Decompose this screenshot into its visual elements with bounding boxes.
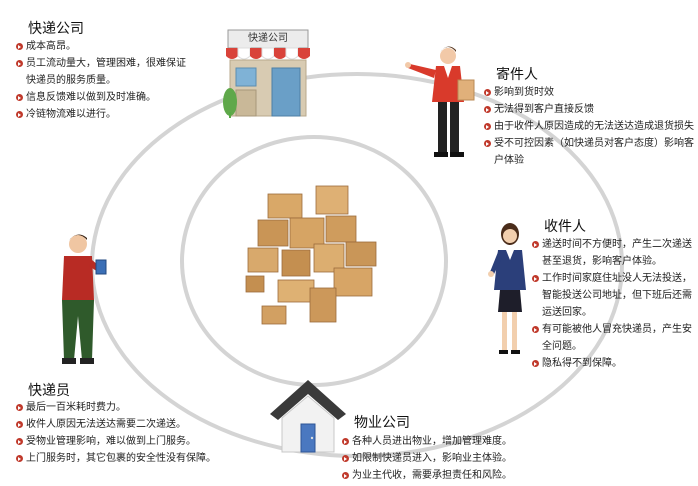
bullet-arrow-icon bbox=[484, 123, 491, 130]
bullet-arrow-icon bbox=[484, 89, 491, 96]
list-item: 各种人员进出物业，增加管理难度。 bbox=[342, 435, 512, 449]
shop-sign: 快递公司 bbox=[248, 33, 288, 44]
receiver-list: 递送时间不方便时，产生二次递送 甚至退货，影响客户体验。 工作时间家庭住址没人无… bbox=[532, 238, 692, 374]
bullet-arrow-icon bbox=[16, 111, 23, 118]
list-item: 递送时间不方便时，产生二次递送 bbox=[532, 238, 692, 252]
list-item: 受不可控因素（如快递员对客户态度）影响客 bbox=[484, 137, 694, 151]
list-item: 上门服务时，其它包裹的安全性没有保障。 bbox=[16, 452, 216, 466]
sender-list: 影响到货时效 无法得到客户直接反馈 由于收件人原因造成的无法送达造成退货损失 受… bbox=[484, 86, 694, 171]
shop-icon: 快递公司 bbox=[222, 28, 314, 120]
list-item: 由于收件人原因造成的无法送达造成退货损失 bbox=[484, 120, 694, 134]
house-icon bbox=[268, 378, 348, 454]
bullet-arrow-icon bbox=[532, 360, 539, 367]
list-item-continuation: 智能投送公司地址，但下班后还需 bbox=[542, 290, 692, 301]
list-item-continuation: 甚至退货，影响客户体验。 bbox=[542, 256, 662, 267]
bullet-arrow-icon bbox=[342, 455, 349, 462]
packages-pile-icon bbox=[238, 180, 388, 340]
list-item: 工作时间家庭住址没人无法投送， bbox=[532, 272, 692, 286]
courier-list: 最后一百米耗时费力。 收件人原因无法送达需要二次递送。 受物业管理影响，难以做到… bbox=[16, 401, 216, 469]
sender-title: 寄件人 bbox=[496, 67, 538, 83]
bullet-arrow-icon bbox=[16, 43, 23, 50]
list-item: 如限制快递员进入，影响业主体验。 bbox=[342, 452, 512, 466]
list-item-continuation: 快递员的服务质量。 bbox=[26, 75, 116, 86]
bullet-arrow-icon bbox=[16, 60, 23, 67]
courier-title: 快递员 bbox=[28, 383, 70, 399]
property-list: 各种人员进出物业，增加管理难度。 如限制快递员进入，影响业主体验。 为业主代收，… bbox=[342, 435, 512, 486]
bullet-arrow-icon bbox=[484, 140, 491, 147]
bullet-arrow-icon bbox=[342, 438, 349, 445]
list-item-continuation: 全问题。 bbox=[542, 341, 582, 352]
list-item: 无法得到客户直接反馈 bbox=[484, 103, 694, 117]
list-item: 受物业管理影响，难以做到上门服务。 bbox=[16, 435, 216, 449]
bullet-arrow-icon bbox=[532, 326, 539, 333]
list-item: 最后一百米耗时费力。 bbox=[16, 401, 216, 415]
express-company-list: 成本高昂。 员工流动量大，管理困难，很难保证 快递员的服务质量。 信息反馈难以做… bbox=[16, 40, 186, 125]
list-item: 隐私得不到保障。 bbox=[532, 357, 692, 371]
bullet-arrow-icon bbox=[16, 404, 23, 411]
list-item: 成本高昂。 bbox=[16, 40, 186, 54]
list-item-continuation: 户体验 bbox=[494, 155, 524, 166]
courier-figure-icon bbox=[56, 232, 110, 372]
inner-ring bbox=[180, 135, 448, 387]
list-item: 冷链物流难以进行。 bbox=[16, 108, 186, 122]
bullet-arrow-icon bbox=[532, 241, 539, 248]
bullet-arrow-icon bbox=[16, 438, 23, 445]
receiver-title: 收件人 bbox=[544, 219, 586, 235]
list-item-continuation: 运送回家。 bbox=[542, 307, 592, 318]
list-item: 有可能被他人冒充快递员，产生安 bbox=[532, 323, 692, 337]
property-title: 物业公司 bbox=[354, 415, 410, 431]
express-company-title: 快递公司 bbox=[28, 21, 84, 37]
bullet-arrow-icon bbox=[532, 275, 539, 282]
receiver-figure-icon bbox=[486, 222, 530, 358]
bullet-arrow-icon bbox=[342, 472, 349, 479]
list-item: 员工流动量大，管理困难，很难保证 bbox=[16, 57, 186, 71]
bullet-arrow-icon bbox=[16, 455, 23, 462]
sender-figure-icon bbox=[404, 44, 484, 162]
bullet-arrow-icon bbox=[16, 94, 23, 101]
list-item: 收件人原因无法送达需要二次递送。 bbox=[16, 418, 216, 432]
list-item: 为业主代收，需要承担责任和风险。 bbox=[342, 469, 512, 483]
list-item: 信息反馈难以做到及时准确。 bbox=[16, 91, 186, 105]
list-item: 影响到货时效 bbox=[484, 86, 694, 100]
bullet-arrow-icon bbox=[16, 421, 23, 428]
bullet-arrow-icon bbox=[484, 106, 491, 113]
